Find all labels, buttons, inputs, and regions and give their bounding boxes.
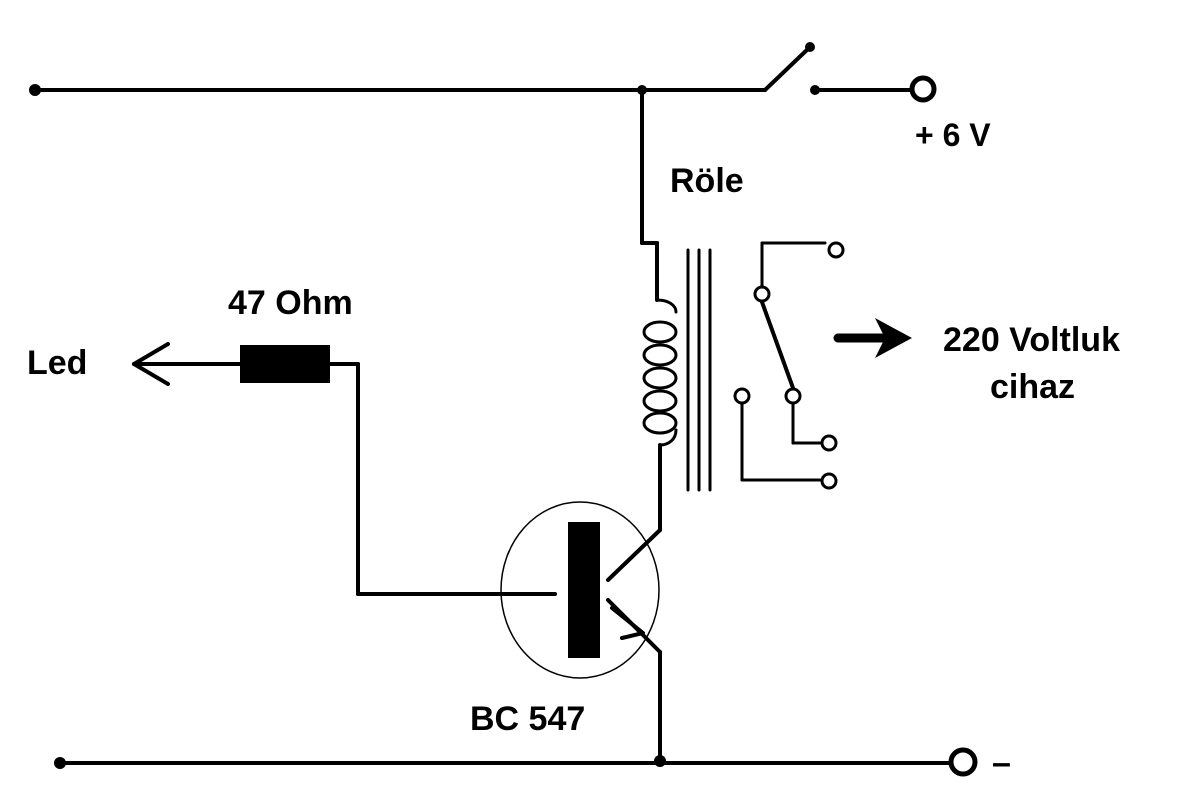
resistor-icon: [240, 345, 330, 383]
arrow-left-icon: [132, 342, 242, 386]
supply-positive-label: + 6 V: [915, 117, 991, 153]
npn-transistor-icon: [500, 493, 662, 762]
resistor-label: 47 Ohm: [228, 284, 353, 322]
switch-icon: [763, 42, 912, 95]
base-wire: [328, 362, 557, 596]
arrow-right-icon: [833, 318, 912, 358]
positive-rail: [29, 84, 767, 96]
relay-label: Röle: [670, 162, 744, 200]
relay-coil-icon: [642, 298, 678, 497]
led-label: Led: [27, 344, 87, 382]
negative-rail: [54, 755, 952, 769]
load-label-line1: 220 Voltluk: [943, 321, 1120, 359]
transistor-label: BC 547: [470, 700, 585, 738]
supply-negative-label: –: [992, 744, 1011, 782]
relay-contacts: [733, 241, 845, 490]
positive-terminal: [909, 75, 937, 103]
negative-terminal: [948, 747, 978, 777]
relay-core: [686, 248, 712, 492]
relay-feed-wire: [640, 88, 659, 302]
load-label-line2: cihaz: [990, 368, 1075, 406]
